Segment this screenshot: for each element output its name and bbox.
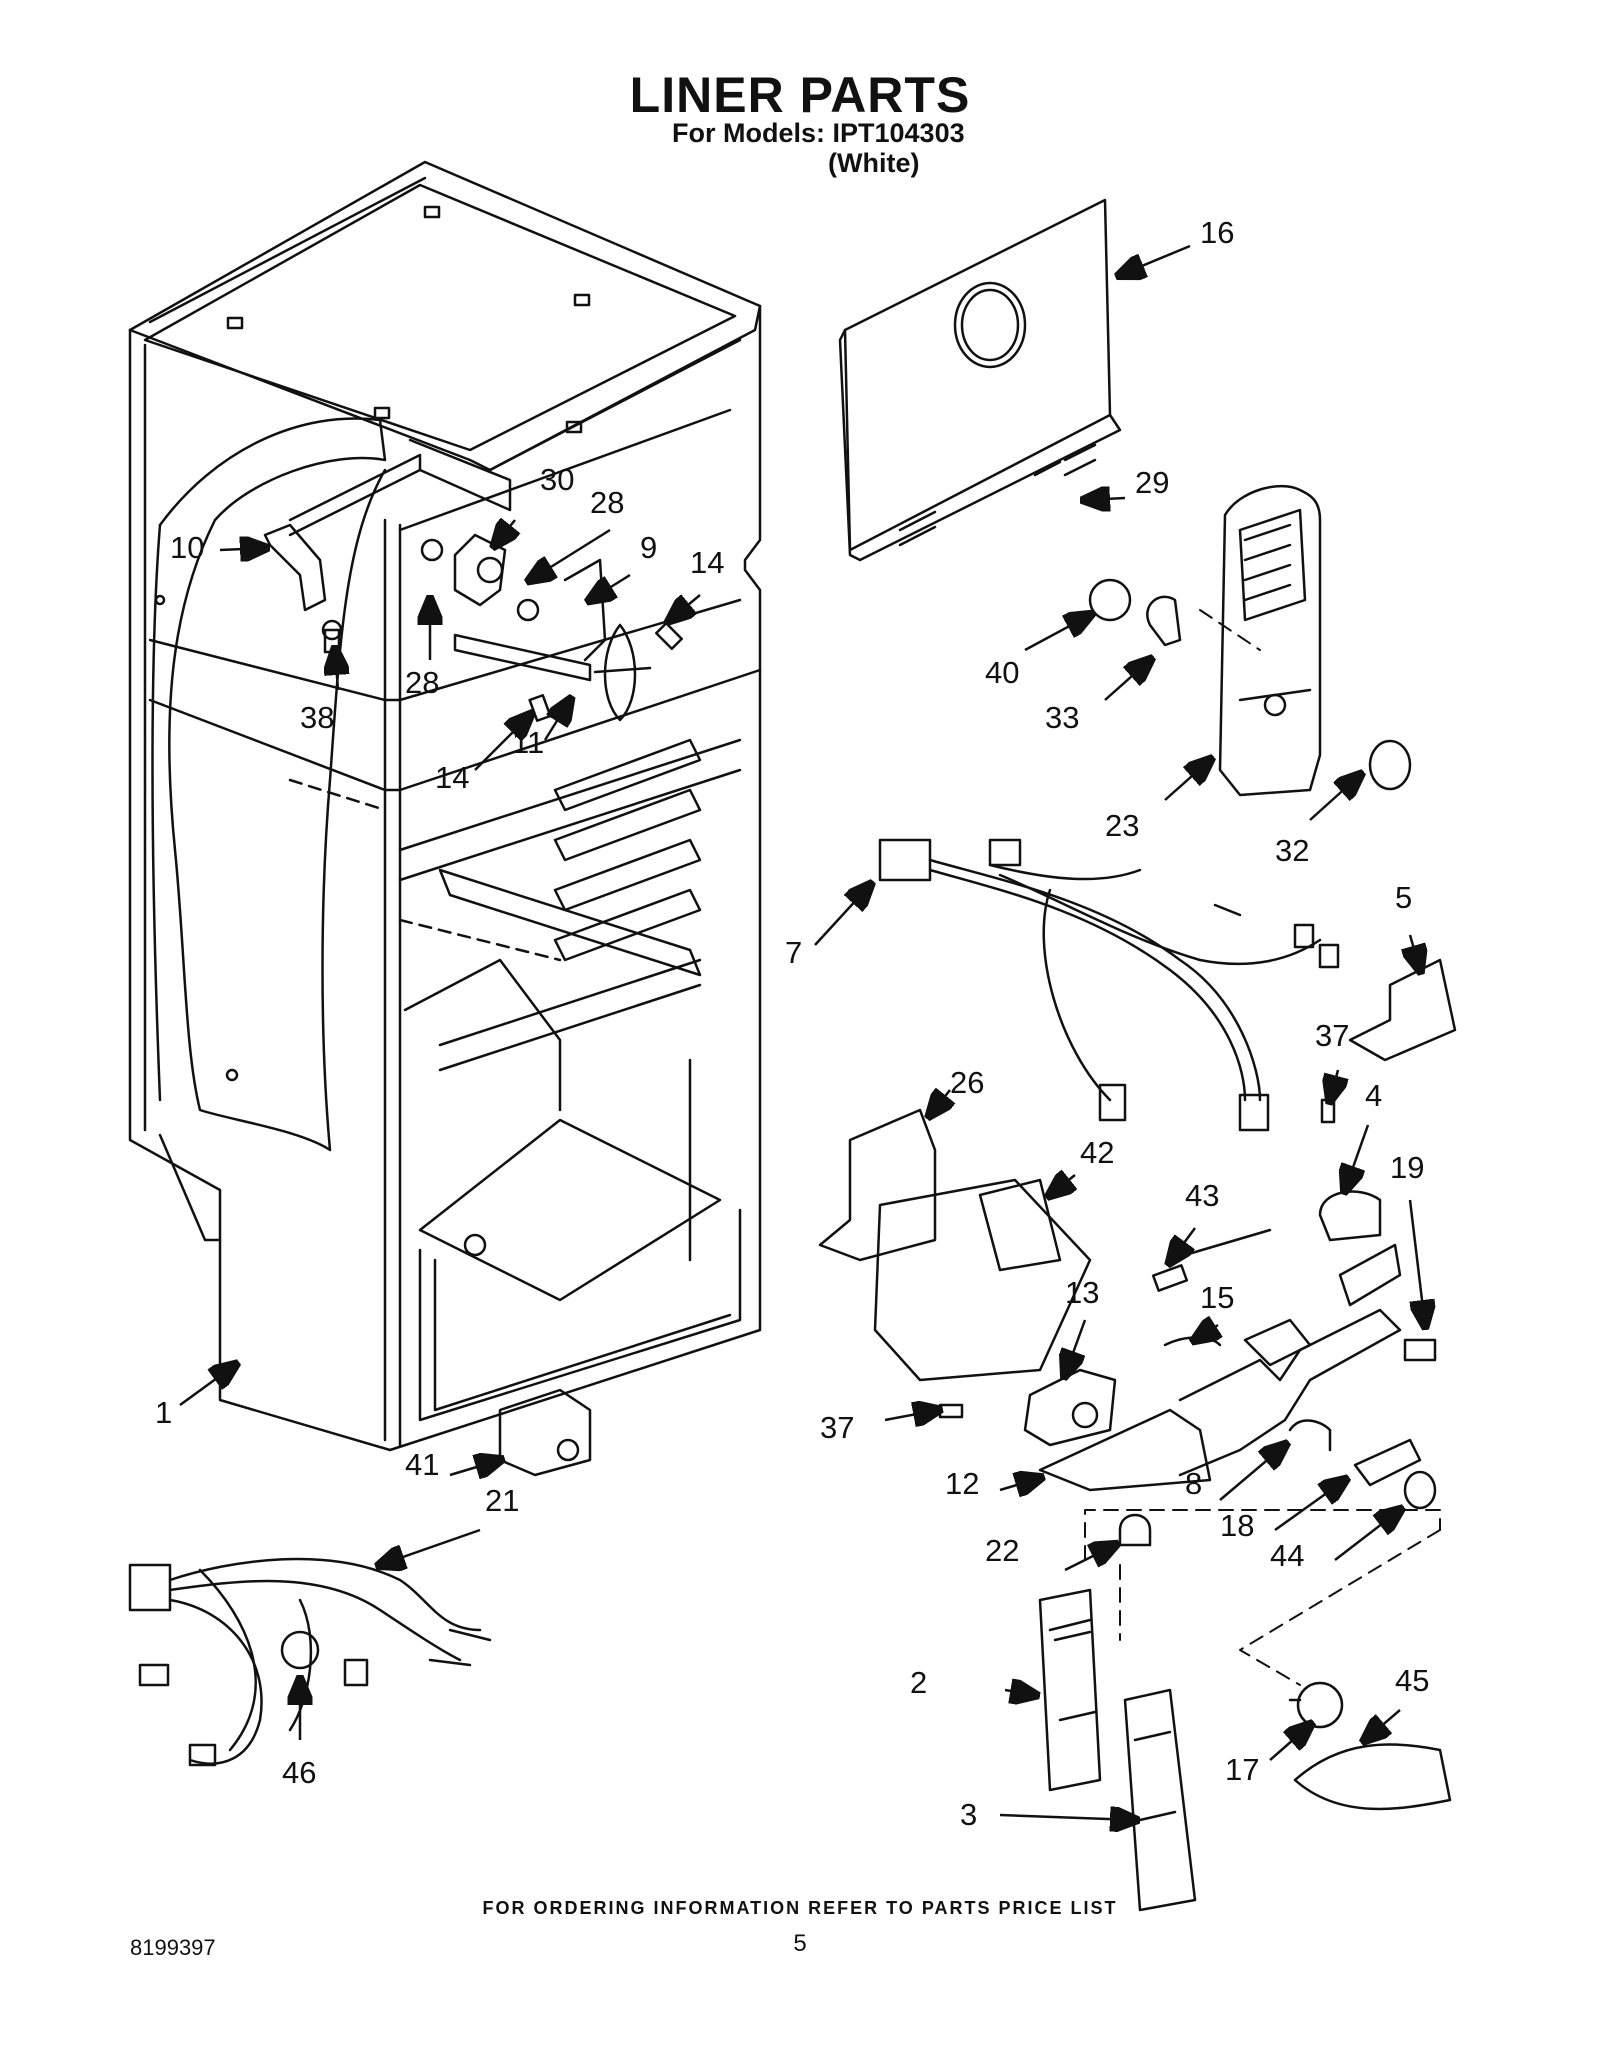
callout-4: 4 [1365,1078,1383,1113]
rear-panel [838,198,1122,562]
callout-3: 3 [960,1797,978,1832]
callout-10: 10 [170,530,205,565]
callout-42: 42 [1080,1135,1115,1170]
callout-33: 33 [1045,700,1080,735]
callout-13: 13 [1065,1275,1100,1310]
callout-29: 29 [1135,465,1170,500]
color-line: (White) [828,148,920,178]
callout-14-lower: 14 [435,760,470,795]
page-title: LINER PARTS [629,67,971,123]
callout-44: 44 [1270,1538,1305,1573]
callout-16: 16 [1200,215,1235,250]
callout-5: 5 [1395,880,1413,915]
callout-43: 43 [1185,1178,1220,1213]
callout-40: 40 [985,655,1020,690]
document-number: 8199397 [130,1935,216,1960]
control-housing [1023,1243,1437,1492]
callout-26: 26 [950,1065,985,1100]
callout-14: 14 [690,545,725,580]
callout-32: 32 [1275,833,1310,868]
callout-30: 30 [540,462,575,497]
callout-28: 28 [590,485,625,520]
freezer-fan-components [263,438,683,722]
callout-46: 46 [282,1755,317,1790]
callout-41: 41 [405,1447,440,1482]
wire-harness-21 [128,1557,492,1767]
callout-28-lower: 28 [405,665,440,700]
callout-21: 21 [485,1483,520,1518]
callout-1: 1 [155,1395,173,1430]
models-line: For Models: IPT104303 [672,118,965,148]
callout-18: 18 [1220,1508,1255,1543]
callout-23: 23 [1105,808,1140,843]
callout-2: 2 [910,1665,928,1700]
callout-11: 11 [512,725,545,760]
page-number: 5 [793,1930,807,1957]
callout-22: 22 [985,1533,1020,1568]
callout-45: 45 [1395,1663,1430,1698]
callout-19: 19 [1390,1150,1425,1185]
callout-9: 9 [640,530,658,565]
callout-12: 12 [945,1466,980,1501]
callout-7: 7 [785,935,803,970]
callout-37-lower: 37 [820,1410,855,1445]
callout-38: 38 [300,700,335,735]
callout-37: 37 [1315,1018,1350,1053]
callout-17: 17 [1225,1752,1260,1787]
callout-15: 15 [1200,1280,1235,1315]
callout-8: 8 [1185,1466,1203,1501]
ordering-note: FOR ORDERING INFORMATION REFER TO PARTS … [482,1898,1118,1918]
wire-harness-7 [878,838,1340,1132]
light-housing [1218,485,1322,797]
liner-cabinet [128,160,762,1452]
